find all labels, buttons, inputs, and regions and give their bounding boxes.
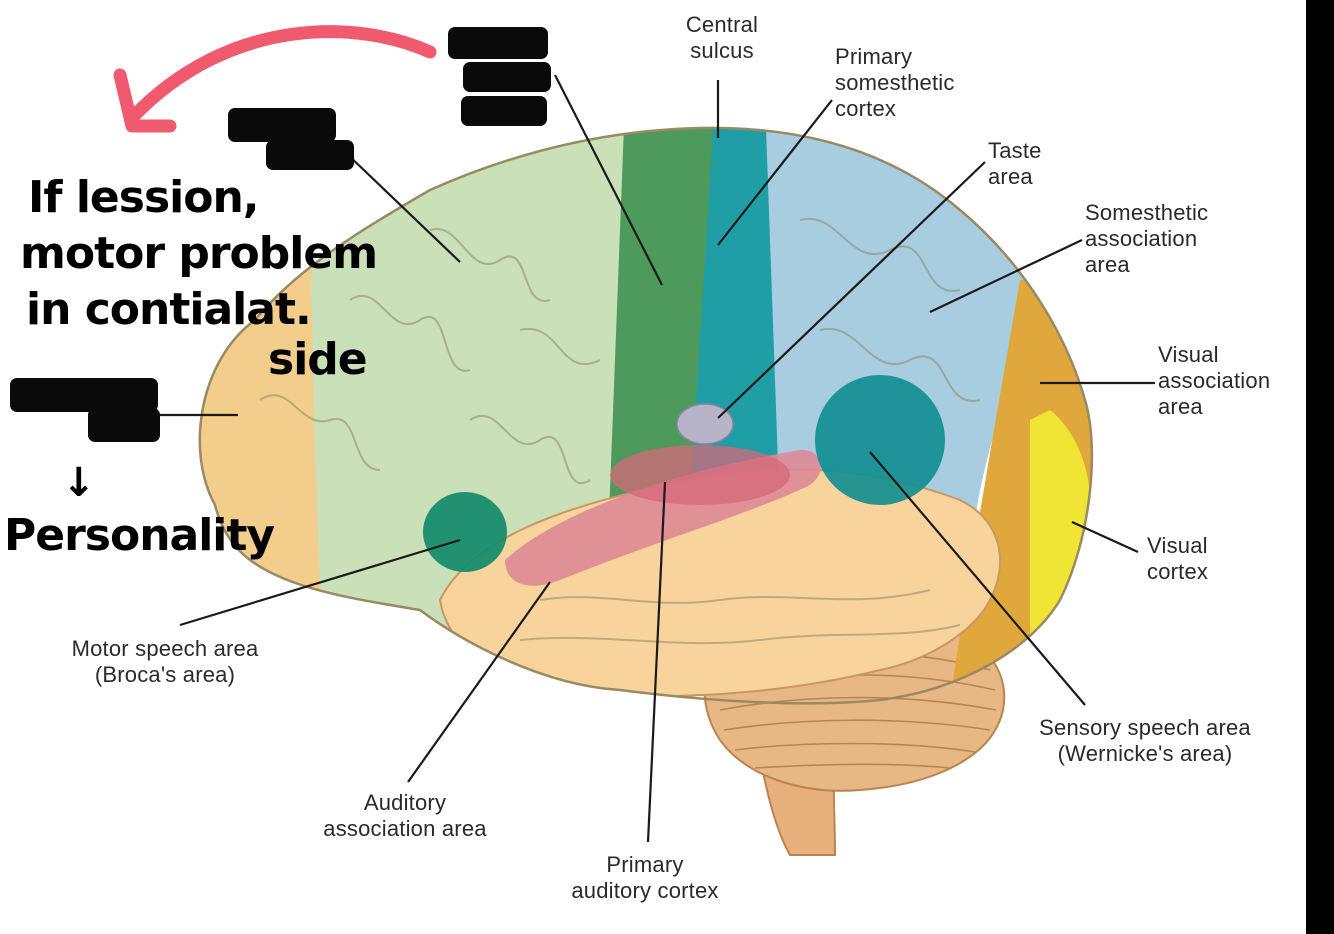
label-taste-area: Taste area [988,138,1042,189]
label-motor-speech-area: Motor speech area (Broca's area) [71,636,259,687]
wernicke-area [815,375,945,505]
label-central-sulcus: Central sulcus [685,12,759,63]
primary-somesthetic-region [690,127,790,500]
label-somesthetic-association-area: Somesthetic association area [1085,200,1209,277]
leader-lines [160,74,1155,843]
taste-area [676,403,734,445]
label-visual-cortex: Visual cortex [1147,533,1209,584]
label-visual-association-area: Visual association area [1158,342,1271,419]
gyri-folds [259,217,981,645]
cerebrum-outline [198,126,1094,705]
redacted-label-1b [463,62,551,92]
redacted-label-1a [448,27,548,59]
label-sensory-speech-area: Sensory speech area (Wernicke's area) [1039,715,1251,766]
primary-auditory-region [610,445,790,505]
label-auditory-association-area: Auditory association area [323,790,487,841]
broca-area [423,492,507,572]
redacted-label-3a [10,378,158,412]
redacted-label-2b [266,140,354,170]
redacted-label-2a [228,108,336,142]
red-arrow [113,25,437,133]
note-line-1: If lession, [28,172,259,223]
label-primary-somesthetic-cortex: Primary somesthetic cortex [835,44,955,121]
note-line-4: side [268,334,368,385]
screen-edge [1306,0,1334,934]
redacted-label-1c [461,96,547,126]
note-personality: Personality [4,510,275,561]
note-line-2: motor problem [20,228,378,279]
down-arrow-icon: ↓ [62,460,96,506]
note-line-3: in contialat. [26,284,312,335]
redacted-label-3b [88,408,160,442]
label-primary-auditory-cortex: Primary auditory cortex [571,852,719,903]
